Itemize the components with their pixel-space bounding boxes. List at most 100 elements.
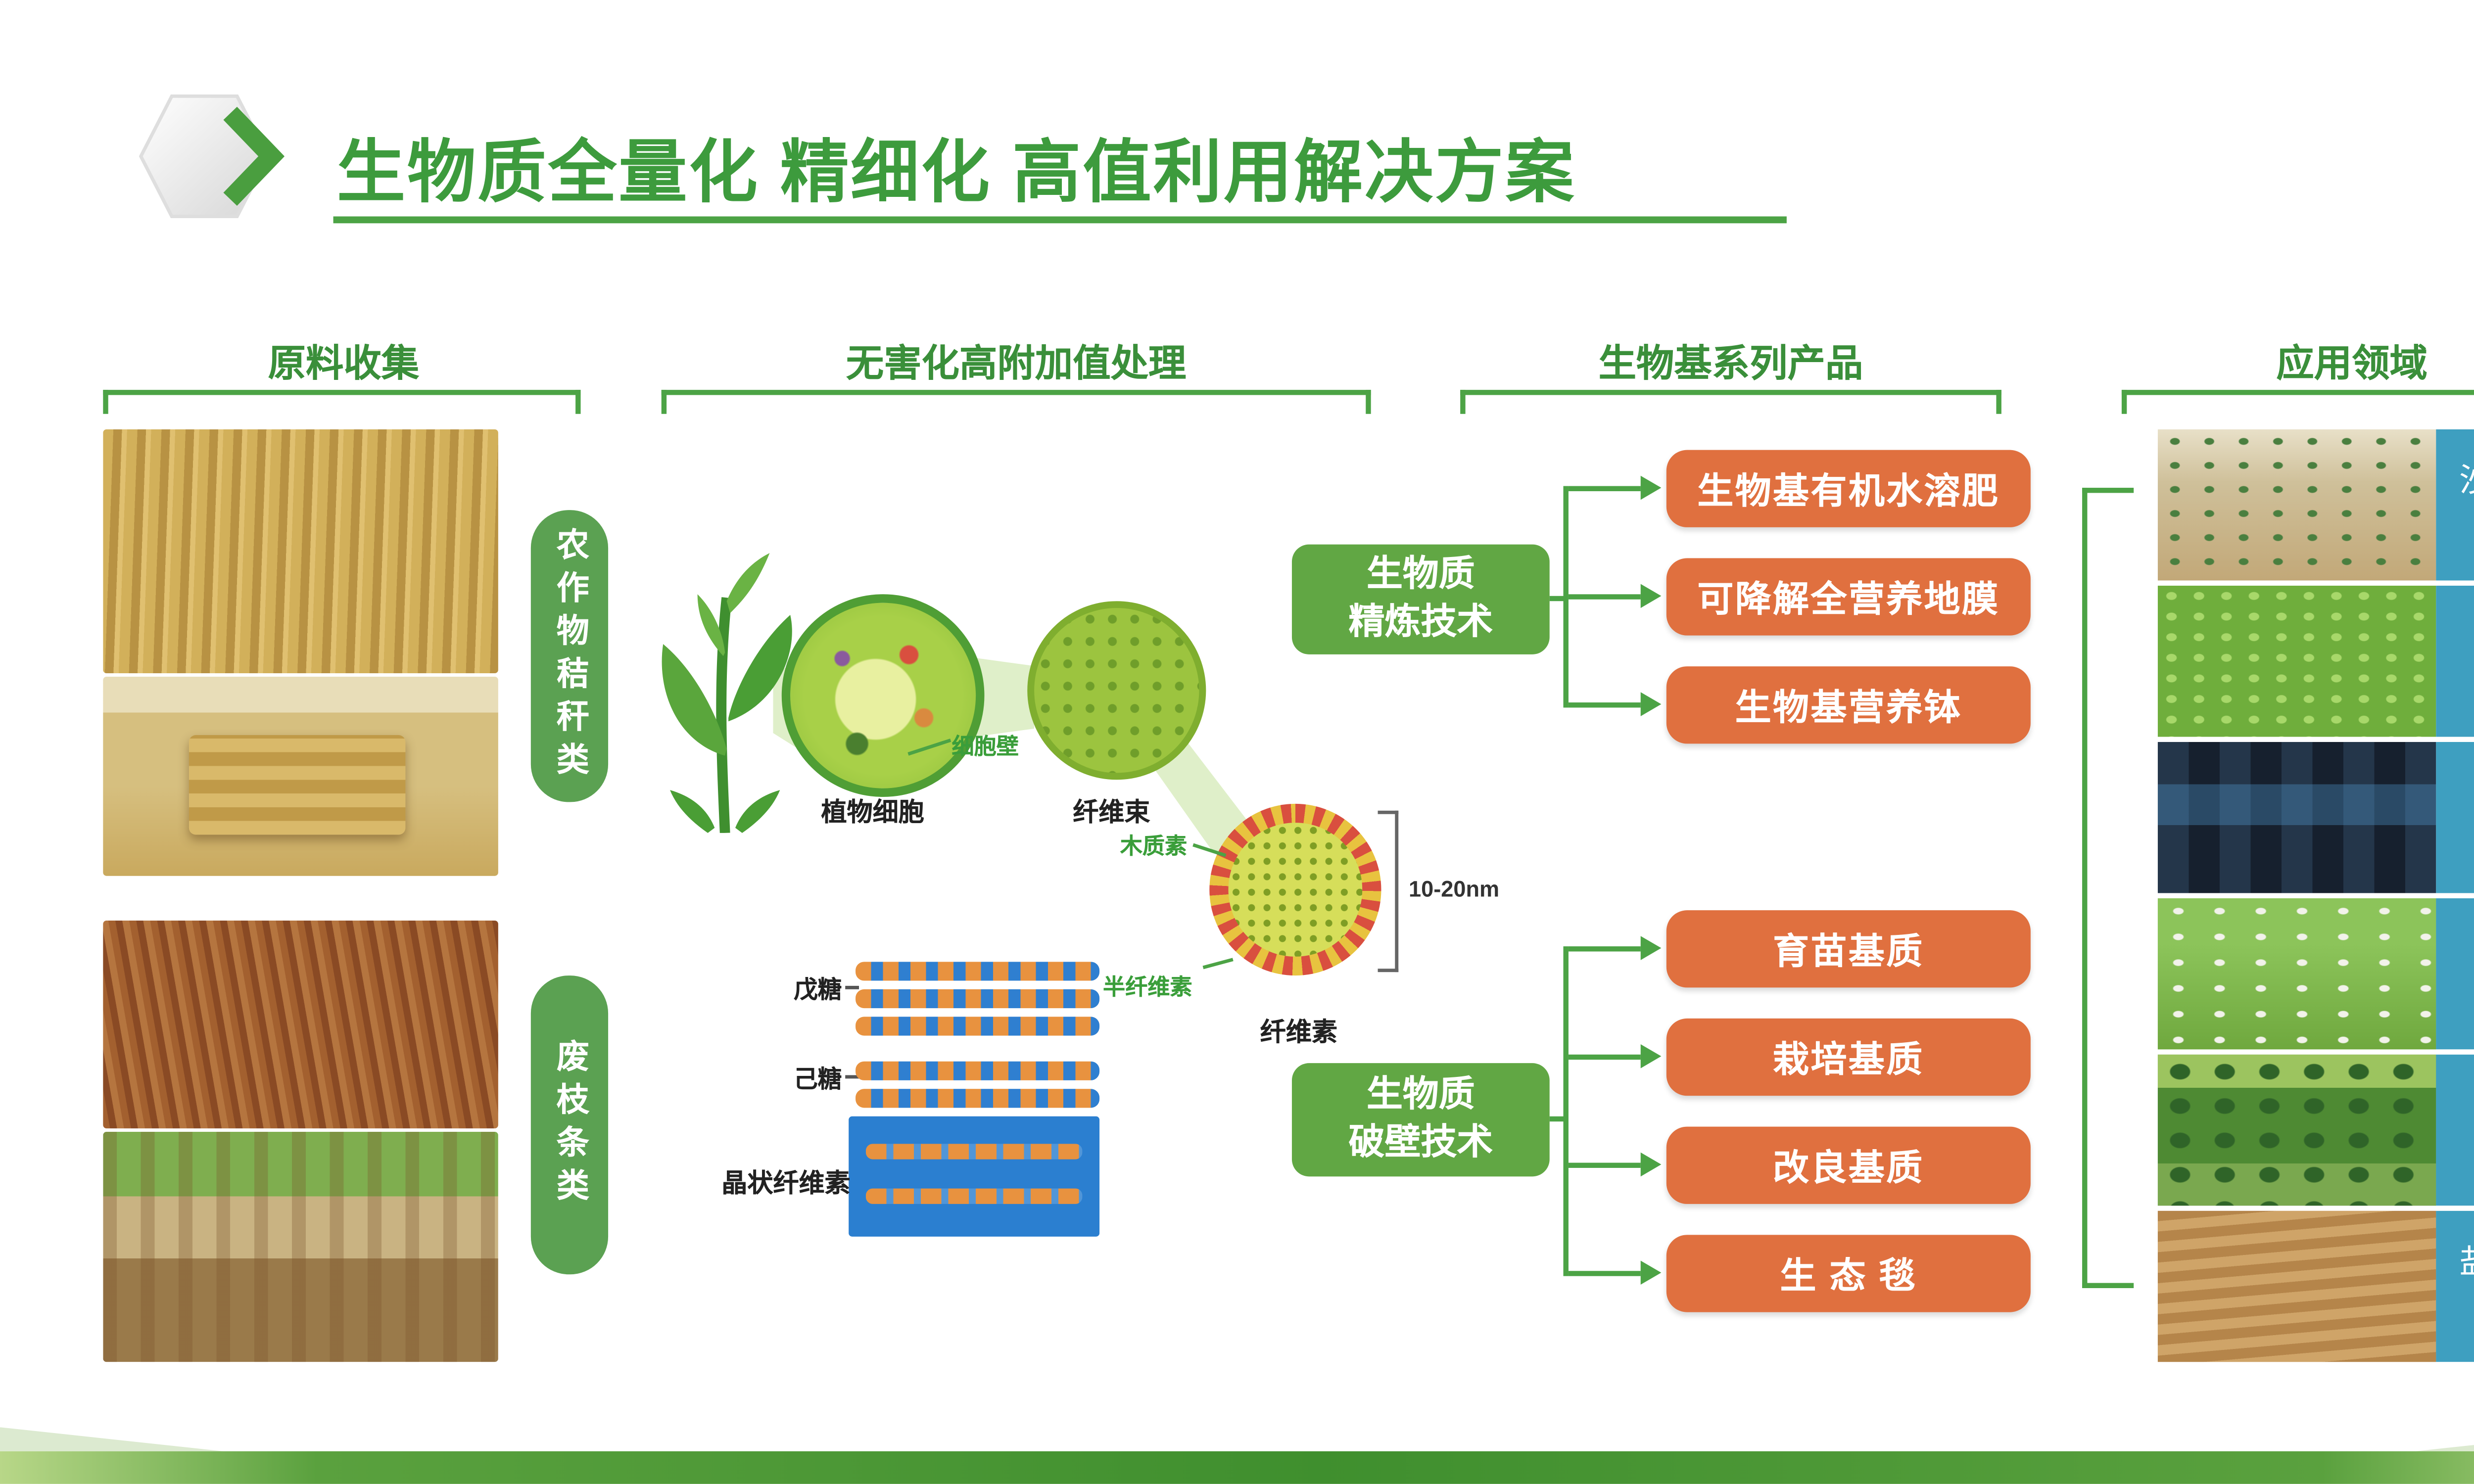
photo-waste-branches — [103, 920, 498, 1129]
connector-refining-stub — [1549, 596, 1567, 602]
arrow-icon — [1640, 1260, 1662, 1285]
application-label-desertification: 沙漠化 治理 — [2436, 429, 2474, 581]
category-tag-crop-straw-label: 农作物秸秆类 — [551, 527, 588, 785]
product-button-seedling-substrate: 育苗基质 — [1666, 910, 2031, 988]
cellulose-chain — [865, 1144, 1083, 1159]
connector-group2-branch — [1568, 1054, 1641, 1060]
application-row-fertility: 肥力 提升 — [2157, 585, 2474, 737]
bracket-processing — [661, 390, 1371, 414]
label-hexose: 己糖 — [794, 1065, 842, 1093]
category-tag-waste-branches: 废枝条类 — [530, 975, 609, 1275]
connector-group1-branch — [1568, 702, 1641, 708]
hemicellulose-pointer-line — [1202, 958, 1234, 970]
page-title: 生物质全量化 精细化 高值利用解决方案 — [336, 136, 1576, 212]
pentose-dash — [845, 985, 859, 989]
sugar-row — [856, 989, 1100, 1009]
applications-bracket-tick-top — [2082, 488, 2134, 493]
application-label-fertility: 肥力 提升 — [2436, 585, 2474, 737]
bottom-wedge-right — [2415, 1427, 2474, 1451]
product-button-improvement-substrate: 改良基质 — [1666, 1126, 2031, 1204]
arrow-icon — [1640, 1044, 1662, 1068]
label-scale: 10-20nm — [1409, 876, 1500, 902]
application-row-desertification: 沙漠化 治理 — [2157, 429, 2474, 581]
arrow-icon — [1640, 936, 1662, 960]
photo-livestock-breeding — [2157, 898, 2436, 1050]
application-row-livestock: 畜牧 养殖 — [2157, 898, 2474, 1050]
tech-box-breaking-line1: 生物质 — [1366, 1074, 1475, 1114]
product-button-water-soluble-fertilizer: 生物基有机水溶肥 — [1666, 450, 2031, 527]
label-hemicellulose: 半纤维素 — [1103, 974, 1192, 1000]
connector-group2-branch — [1568, 1162, 1641, 1168]
photo-straw-bales — [103, 676, 498, 876]
cellulose-chain — [865, 1188, 1083, 1204]
photo-desertification-control — [2157, 429, 2436, 581]
application-label-livestock: 畜牧 养殖 — [2436, 898, 2474, 1050]
tech-box-refining-line1: 生物质 — [1366, 554, 1475, 594]
fiber-cross-section-diagram — [1209, 803, 1381, 976]
label-plant-cell: 植物细胞 — [821, 798, 924, 828]
plant-illustration — [639, 550, 811, 834]
bottom-ribbon — [0, 1451, 2474, 1484]
section-header-products: 生物基系列产品 — [1598, 341, 1863, 385]
sugar-row — [856, 1061, 1100, 1080]
product-button-cultivation-substrate: 栽培基质 — [1666, 1018, 2031, 1096]
product-button-nutrient-pot: 生物基营养钵 — [1666, 666, 2031, 744]
arrow-icon — [1640, 692, 1662, 716]
label-fiber-bundle: 纤维束 — [1073, 798, 1150, 828]
application-label-line1: 盐碱地 — [2459, 1243, 2474, 1287]
application-label-saline-soil: 盐碱地 改良 — [2436, 1210, 2474, 1362]
tech-box-breaking-line2: 破壁技术 — [1348, 1123, 1493, 1163]
label-cellulose: 纤维素 — [1260, 1018, 1337, 1048]
tech-box-refining-line2: 精炼技术 — [1348, 603, 1493, 643]
product-button-ecological-blanket: 生 态 毯 — [1666, 1235, 2031, 1312]
scale-tick-top — [1378, 810, 1399, 814]
photo-fertility-improvement — [2157, 585, 2436, 737]
chevron-icon — [223, 106, 285, 206]
bracket-applications — [2121, 390, 2474, 414]
connector-group1-branch — [1568, 486, 1641, 491]
applications-bracket-tick-bottom — [2082, 1283, 2134, 1288]
label-crystalline-cellulose: 晶状纤维素 — [721, 1169, 851, 1199]
section-header-applications: 应用领域 — [2276, 341, 2427, 385]
application-row-agri-data: 农业 数据 — [2157, 742, 2474, 893]
title-underline — [333, 216, 1787, 224]
sugar-row — [856, 1089, 1100, 1108]
title-hexagon-icon — [131, 93, 295, 220]
photo-garden-landscaping — [2157, 1054, 2436, 1206]
label-cell-wall: 细胞壁 — [952, 733, 1019, 759]
straw-bale-shape — [189, 735, 406, 835]
arrow-icon — [1640, 475, 1662, 500]
connector-group2-branch — [1568, 946, 1641, 952]
product-button-degradable-mulch-film: 可降解全营养地膜 — [1666, 558, 2031, 636]
fiber-bundle-diagram — [1027, 601, 1206, 780]
tech-box-breaking: 生物质 破壁技术 — [1291, 1063, 1550, 1177]
application-row-landscaping: 园林 绿化 — [2157, 1054, 2474, 1206]
application-label-agri-data: 农业 数据 — [2436, 742, 2474, 893]
connector-group1-branch — [1568, 594, 1641, 600]
plant-cell-diagram — [781, 594, 985, 797]
sugar-row — [856, 962, 1100, 981]
application-label-line1: 沙漠化 — [2459, 461, 2474, 505]
application-label-landscaping: 园林 绿化 — [2436, 1054, 2474, 1206]
photo-orchard-branches — [103, 1132, 498, 1362]
scale-tick-bottom — [1378, 969, 1399, 973]
label-lignin: 木质素 — [1120, 833, 1188, 859]
bottom-wedge-left — [0, 1427, 224, 1451]
connector-breaking-stub — [1549, 1116, 1567, 1122]
application-row-saline-soil: 盐碱地 改良 — [2157, 1210, 2474, 1362]
category-tag-waste-branches-label: 废枝条类 — [551, 1039, 588, 1211]
section-header-collection: 原料收集 — [268, 341, 420, 385]
crystalline-cellulose-diagram — [849, 1116, 1100, 1237]
connector-group1-vertical — [1563, 486, 1569, 708]
connector-group2-vertical — [1563, 946, 1569, 1276]
photo-saline-soil-improvement — [2157, 1210, 2436, 1362]
label-pentose: 戊糖 — [794, 975, 842, 1003]
category-tag-crop-straw: 农作物秸秆类 — [530, 510, 609, 802]
hexose-dash — [845, 1075, 859, 1079]
sugar-row — [856, 1017, 1100, 1036]
photo-agriculture-data — [2157, 742, 2436, 893]
applications-bracket-vertical — [2082, 488, 2088, 1288]
connector-group2-branch — [1568, 1271, 1641, 1276]
